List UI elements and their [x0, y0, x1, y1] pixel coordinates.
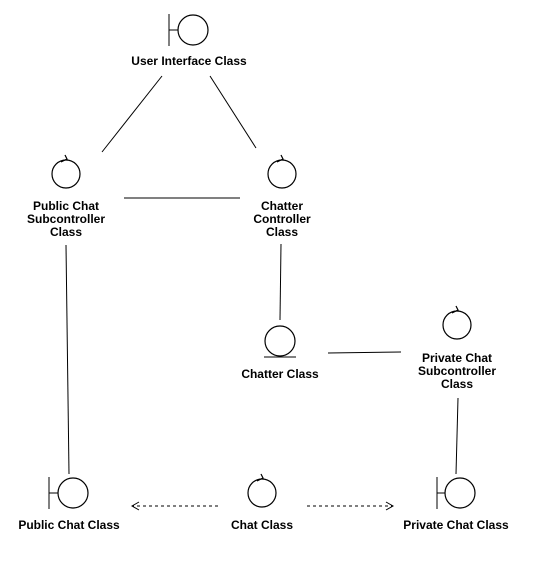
control-icon [51, 154, 81, 189]
edge-private-subcontroller-to-private-chat [455, 397, 459, 475]
node-chatter-class: Chatter Class [241, 325, 319, 381]
node-label-line: Subcontroller [418, 364, 496, 378]
node-label-line: Controller [253, 212, 311, 226]
node-label-line: Class [441, 377, 473, 391]
node-label-line: Chatter [261, 199, 303, 213]
node-public-chat-subcontroller-class: Public Chat Subcontroller Class [27, 154, 105, 239]
node-user-interface-class: User Interface Class [131, 14, 247, 68]
node-label-line: Public Chat [33, 199, 99, 213]
edge-ui-to-public-subcontroller [101, 75, 163, 153]
node-label-line: Private Chat Class [403, 518, 509, 532]
node-chatter-controller-class: Chatter Controller Class [253, 154, 311, 239]
node-label-line: User Interface Class [131, 54, 247, 68]
node-chat-class: Chat Class [231, 473, 293, 532]
node-label-line: Class [50, 225, 82, 239]
node-public-chat-class: Public Chat Class [18, 477, 120, 532]
node-label-line: Class [266, 225, 298, 239]
control-icon [267, 154, 297, 189]
edge-ui-to-chatter-controller [209, 75, 257, 149]
node-private-chat-subcontroller-class: Private Chat Subcontroller Class [418, 305, 496, 391]
entity-icon [264, 325, 296, 358]
edge-public-subcontroller-to-public-chat [65, 244, 70, 475]
boundary-icon [436, 477, 476, 509]
node-label-line: Subcontroller [27, 212, 105, 226]
boundary-icon [168, 14, 209, 46]
node-label-line: Private Chat [422, 351, 492, 365]
edge-chatter-to-private-subcontroller [327, 351, 402, 354]
node-private-chat-class: Private Chat Class [403, 477, 509, 532]
node-label-line: Chatter Class [241, 367, 319, 381]
edges [65, 75, 459, 511]
control-icon [247, 473, 277, 508]
boundary-icon [48, 477, 89, 509]
edge-chatter-controller-to-chatter [279, 243, 282, 321]
node-label-line: Chat Class [231, 518, 293, 532]
control-icon [442, 305, 472, 340]
node-label-line: Public Chat Class [18, 518, 120, 532]
